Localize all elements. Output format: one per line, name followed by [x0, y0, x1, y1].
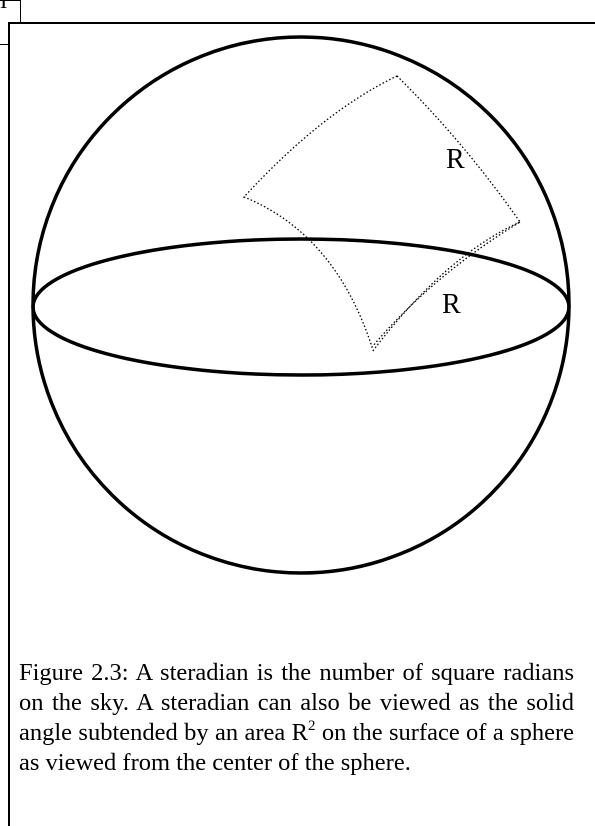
- frame-inner-divider: [20, 0, 21, 22]
- corner-glyph: I: [0, 0, 8, 13]
- radius-label-lower: R: [442, 289, 461, 320]
- steradian-patch-upper: [242, 75, 521, 349]
- steradian-patch-lower: [371, 221, 521, 353]
- caption-text-start: Figure 2.3: A steradian is the number of…: [19, 659, 574, 746]
- frame-top-border: [8, 22, 595, 24]
- frame-left-border: [8, 22, 10, 826]
- caption-superscript: 2: [307, 718, 316, 734]
- caption-text-end: on the surface of a sphere as viewed fro…: [19, 719, 574, 776]
- frame-top-stub: [0, 0, 21, 1]
- frame-left-tick: [0, 44, 9, 45]
- sphere-outline: [31, 35, 571, 575]
- equator-ellipse: [31, 237, 571, 377]
- figure-caption: Figure 2.3: A steradian is the number of…: [19, 658, 574, 778]
- radius-label-upper: R: [446, 144, 465, 175]
